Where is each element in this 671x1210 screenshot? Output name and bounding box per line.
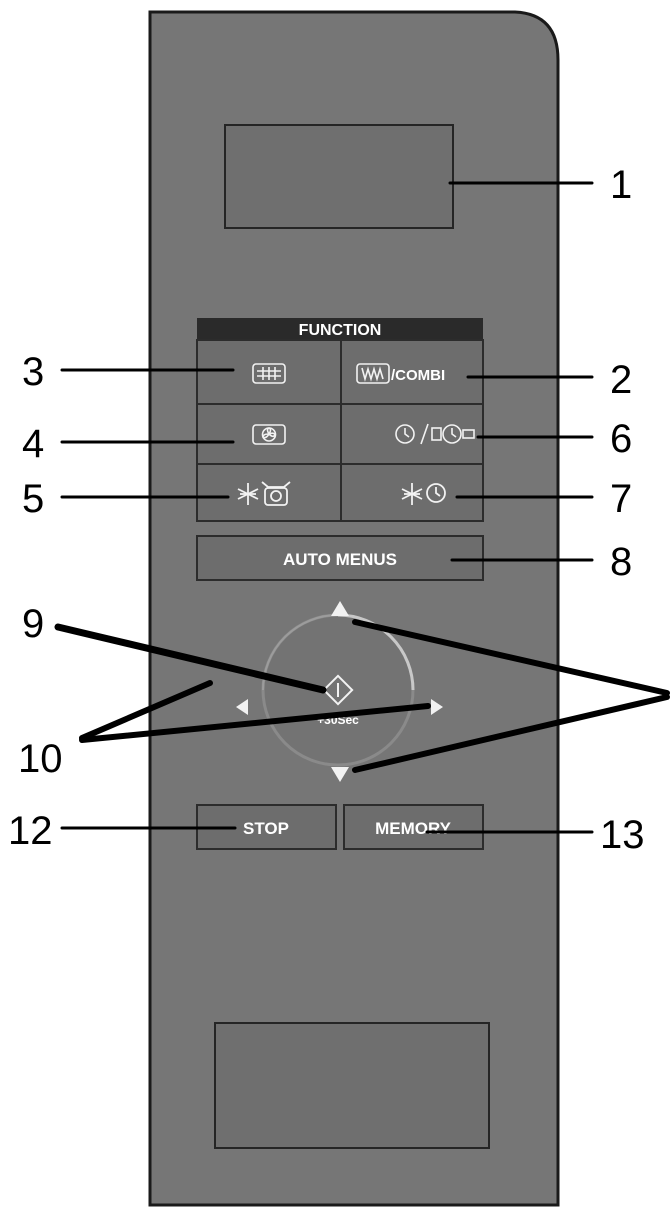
microwave-wave-icon <box>356 363 390 384</box>
auto-menus-button[interactable]: AUTO MENUS <box>196 535 484 581</box>
down-arrow-button[interactable] <box>331 767 349 782</box>
combi-label: /COMBI <box>391 367 445 384</box>
callout-7: 7 <box>610 477 632 521</box>
clock-timer-button[interactable] <box>342 405 482 463</box>
leader-10b <box>79 703 431 743</box>
callout-4: 4 <box>22 422 44 466</box>
leader-10a <box>79 680 213 741</box>
microwave-combi-button[interactable]: /COMBI <box>342 341 482 403</box>
stop-label: STOP <box>243 819 289 838</box>
grill-button[interactable] <box>198 341 340 403</box>
memory-button[interactable]: MEMORY <box>343 804 484 850</box>
callout-2: 2 <box>610 358 632 402</box>
leader-11a <box>352 619 670 696</box>
door-release-window <box>214 1022 490 1149</box>
clock-timer-icon <box>395 423 475 445</box>
left-arrow-button[interactable] <box>236 699 248 715</box>
callout-13: 13 <box>600 813 645 857</box>
defrost-time-icon <box>401 483 446 505</box>
callout-1: 1 <box>610 163 632 207</box>
leader-9 <box>54 623 327 694</box>
callout-9: 9 <box>22 602 44 646</box>
callout-10: 10 <box>18 737 63 781</box>
callout-8: 8 <box>610 540 632 584</box>
defrost-weight-button[interactable] <box>198 465 340 520</box>
callout-6: 6 <box>610 417 632 461</box>
display-window <box>224 124 454 229</box>
defrost-time-button[interactable] <box>342 465 482 520</box>
leader-11b <box>352 694 670 773</box>
right-arrow-button[interactable] <box>431 699 443 715</box>
callout-12: 12 <box>8 809 53 853</box>
auto-menus-label: AUTO MENUS <box>283 550 397 569</box>
function-header <box>197 318 483 340</box>
callout-3: 3 <box>22 350 44 394</box>
callout-leaders <box>54 181 670 834</box>
memory-label: MEMORY <box>375 819 452 838</box>
fan-icon <box>252 424 286 445</box>
grill-icon <box>252 363 286 384</box>
convection-button[interactable] <box>198 405 340 463</box>
function-header-label: FUNCTION <box>299 322 382 339</box>
callout-5: 5 <box>22 477 44 521</box>
start-diamond-icon <box>322 674 354 706</box>
control-panel-body <box>148 10 560 1207</box>
defrost-weight-icon <box>237 481 291 506</box>
up-arrow-button[interactable] <box>331 601 349 616</box>
